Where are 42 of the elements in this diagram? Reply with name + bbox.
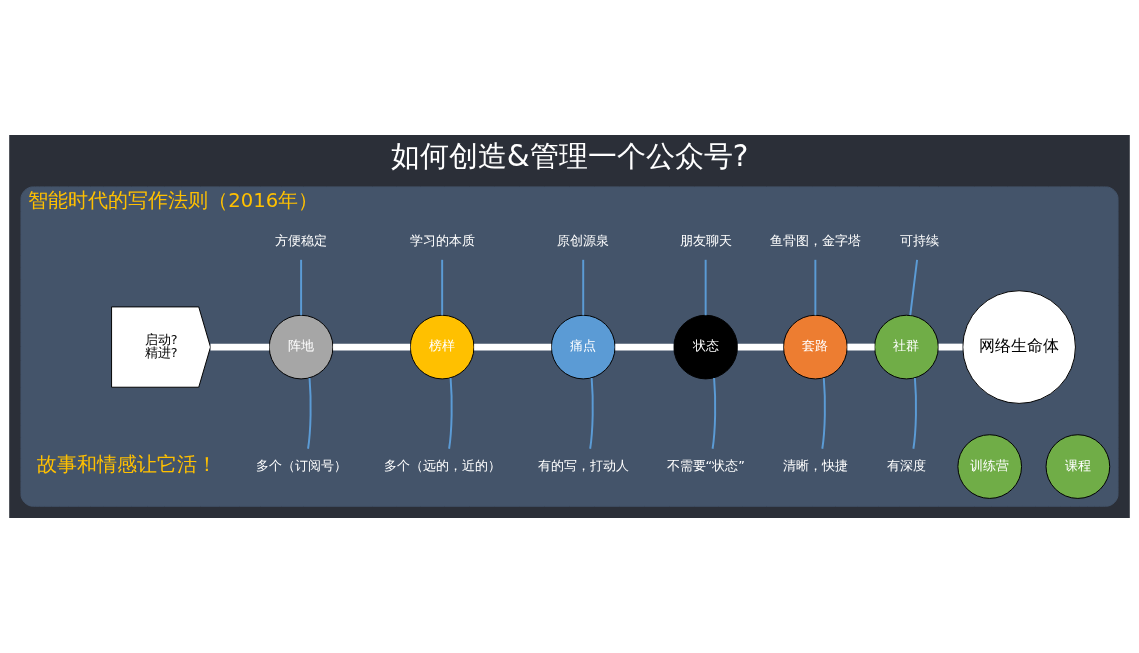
connector xyxy=(737,343,784,351)
node-text: 朋友聊天 xyxy=(679,233,732,249)
node-text: 不需要“状态” xyxy=(666,457,745,473)
connector xyxy=(589,377,594,450)
connector xyxy=(912,377,917,450)
connector xyxy=(814,258,817,317)
connector xyxy=(474,343,552,351)
connector xyxy=(847,343,875,351)
node-text: 有深度 xyxy=(886,457,926,473)
node-circle: 榜样 xyxy=(409,314,475,380)
node-text: 学习的本质 xyxy=(409,233,475,249)
label: 故事和情感让它活！ xyxy=(36,453,217,477)
diagram-title: 如何创造&管理一个公众号? xyxy=(390,139,749,174)
node-text: 多个（远的，近的） xyxy=(383,457,501,473)
node-text: 有的写，打动人 xyxy=(537,457,629,473)
connector xyxy=(333,343,411,351)
node-text: 多个（订阅号） xyxy=(255,457,347,473)
connector xyxy=(448,377,453,450)
node-text: 鱼骨图，金字塔 xyxy=(769,233,861,249)
node-circle: 课程 xyxy=(1045,434,1111,499)
node-circle: 状态 xyxy=(673,314,738,380)
connector xyxy=(704,258,707,317)
connector xyxy=(441,258,444,317)
node-circle: 痛点 xyxy=(550,314,616,380)
node-text: 原创源泉 xyxy=(557,233,610,249)
node-circle: 阵地 xyxy=(268,314,334,380)
connector xyxy=(821,377,826,450)
node-text: 可持续 xyxy=(899,233,939,249)
connector xyxy=(300,258,303,317)
connector xyxy=(711,377,717,450)
node-circle: 训练营 xyxy=(957,434,1023,499)
node-circle: 网络生命体 xyxy=(962,290,1076,404)
connector xyxy=(582,258,585,317)
connector xyxy=(909,258,919,317)
connector xyxy=(210,343,270,351)
connector xyxy=(307,377,312,450)
connector xyxy=(938,343,963,351)
node-text: 清晰，快捷 xyxy=(782,457,848,473)
node-circle: 套路 xyxy=(783,314,848,380)
node-text: 方便稳定 xyxy=(275,233,328,249)
node-circle: 社群 xyxy=(874,314,939,380)
connector xyxy=(615,343,674,351)
